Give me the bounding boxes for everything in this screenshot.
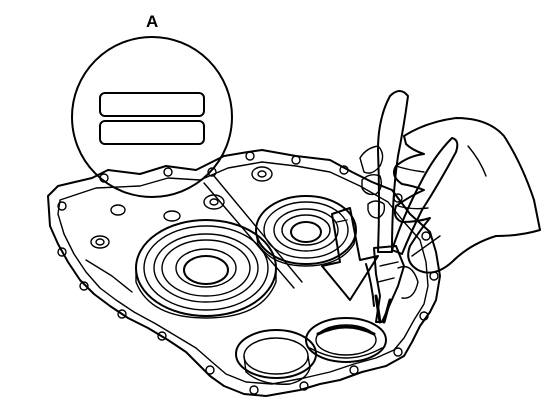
bolt-hole	[421, 231, 431, 241]
bolt-hole	[117, 309, 127, 319]
bolt-hole	[157, 331, 167, 341]
transmission-case	[47, 149, 441, 397]
bolt-hole	[393, 347, 403, 357]
snap-ring-detail-lower	[99, 120, 205, 145]
bolt-hole	[245, 151, 255, 161]
leader-line	[213, 175, 303, 283]
bolt-hole	[205, 365, 215, 375]
bolt-hole	[339, 165, 349, 175]
snap-ring-pliers	[365, 90, 459, 324]
bolt-hole	[163, 167, 173, 177]
bolt-hole	[57, 201, 67, 211]
press-down-arrow	[321, 207, 379, 301]
bolt-hole	[57, 247, 67, 257]
leader-line	[203, 182, 295, 289]
case-features	[85, 166, 419, 299]
detail-circle	[71, 36, 233, 198]
bolt-hole	[349, 365, 359, 375]
bearing-left	[135, 219, 277, 319]
snap-ring-detail-upper	[99, 92, 205, 117]
bore-lower-left	[235, 329, 317, 385]
bolt-hole	[79, 281, 89, 291]
bearing-upper-right	[255, 195, 357, 267]
technician-hand	[359, 117, 541, 274]
bore-lower-right	[305, 317, 387, 363]
callout-label: A	[146, 12, 158, 31]
bolt-hole	[249, 385, 259, 395]
bolt-hole	[207, 167, 217, 177]
bolt-hole	[419, 311, 429, 321]
bolt-hole	[291, 155, 301, 165]
detail-callout-a: A	[71, 12, 303, 289]
bolt-hole	[299, 381, 309, 391]
